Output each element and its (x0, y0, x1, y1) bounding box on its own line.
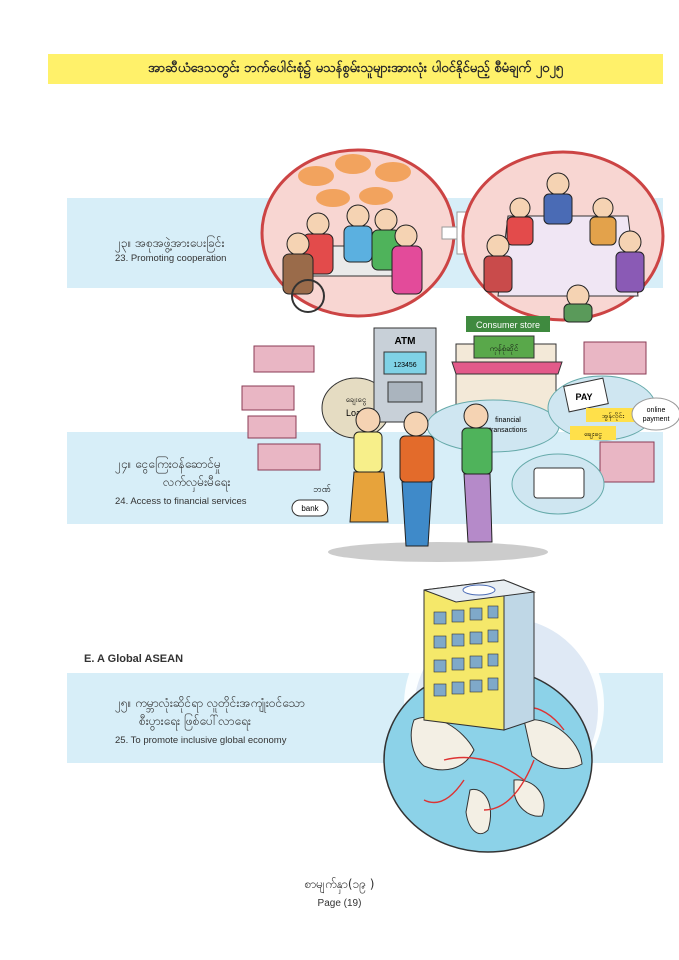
store-signboard-label: ကုန်စုံဆိုင် (490, 343, 519, 355)
wto-logo-icon (462, 584, 496, 596)
financial-transactions-bubble: financial transactions (426, 399, 560, 453)
cooperation-illustration (260, 148, 665, 323)
item-23-en: 23. Promoting cooperation (115, 253, 227, 264)
item-24-en: 24. Access to financial services (115, 496, 247, 507)
online-payment-bubble: PAY အွန်လိုင်း ချေးငွေ online payment (547, 375, 679, 441)
atm-label: ATM (395, 336, 416, 347)
bank-card-bubble (511, 453, 605, 515)
bank-label: bank (301, 504, 319, 513)
meeting-people (483, 172, 645, 323)
continents (410, 716, 583, 835)
item-24-mm-line1: ၂၄။ ငွေကြေးဝန်ဆောင်မှု (115, 457, 221, 471)
financial-services-illustration: ချေးငွေ Loan ATM 123456 Consumer store က… (241, 316, 679, 562)
page-header-title: အာဆီယံဒေသတွင်း ဘက်ပေါင်းစုံ၌ မသန်စွမ်းသူ… (147, 60, 563, 76)
pay-label: PAY (575, 392, 592, 402)
transactions-label: transactions (489, 427, 527, 434)
atm-machine: ATM 123456 (373, 327, 437, 423)
financial-label: financial (495, 417, 521, 424)
item-25-en: 25. To promote inclusive global economy (115, 735, 287, 746)
cash-stacks (241, 341, 655, 483)
item-25-text: ၂၅။ ကမ္ဘာလုံးဆိုင်ရာ လူတိုင်းအကျုံးဝင်သေ… (115, 694, 305, 748)
global-economy-illustration (383, 579, 604, 853)
item-25-mm-line2: စီးပွားရေး ဖြစ်ပေါ်လာရေး (139, 714, 251, 728)
item-25-mm-line1: ၂၅။ ကမ္ဘာလုံးဆိုင်ရာ လူတိုင်းအကျုံးဝင်သေ… (115, 696, 305, 710)
atm-screen-text: 123456 (393, 362, 416, 369)
loan-bag-label: Loan (346, 408, 366, 418)
wto-building (423, 579, 536, 731)
payment-label: payment (643, 416, 670, 423)
online-payment-mm-label: အွန်လိုင်း (602, 412, 624, 421)
speech-bubbles (298, 154, 411, 207)
section-heading: E. A Global ASEAN (84, 653, 184, 665)
item-24-text: ၂၄။ ငွေကြေးဝန်ဆောင်မှု လက်လှမ်းမီရေး 24.… (115, 455, 246, 509)
ground-shadow (328, 542, 548, 562)
bank-tag: ဘဏ် bank (291, 484, 331, 517)
building-windows (433, 605, 499, 697)
walking-people (349, 403, 493, 547)
page-footer-mm: စာမျက်နှာ(၁၉ ) (304, 877, 375, 891)
item-23-mm: ၂၃။ အစုအဖွဲ့အားပေးခြင်း (115, 236, 225, 250)
item-23-text: ၂၃။ အစုအဖွဲ့အားပေးခြင်း 23. Promoting co… (115, 234, 226, 266)
discussion-people (282, 204, 423, 313)
loan-mm-label: ချေးငွေ (584, 430, 602, 439)
page-header-band: အာဆီယံဒေသတွင်း ဘက်ပေါင်းစုံ၌ မသန်စွမ်းသူ… (48, 54, 663, 84)
item-24-mm-line2: လက်လှမ်းမီရေး (163, 475, 231, 489)
bank-mm-label: ဘဏ် (313, 484, 331, 495)
page-footer-en: Page (19) (317, 898, 362, 909)
store-sign-label: Consumer store (476, 320, 540, 330)
online-label: online (647, 407, 666, 414)
loan-bag-mm-label: ချေးငွေ (346, 395, 367, 406)
